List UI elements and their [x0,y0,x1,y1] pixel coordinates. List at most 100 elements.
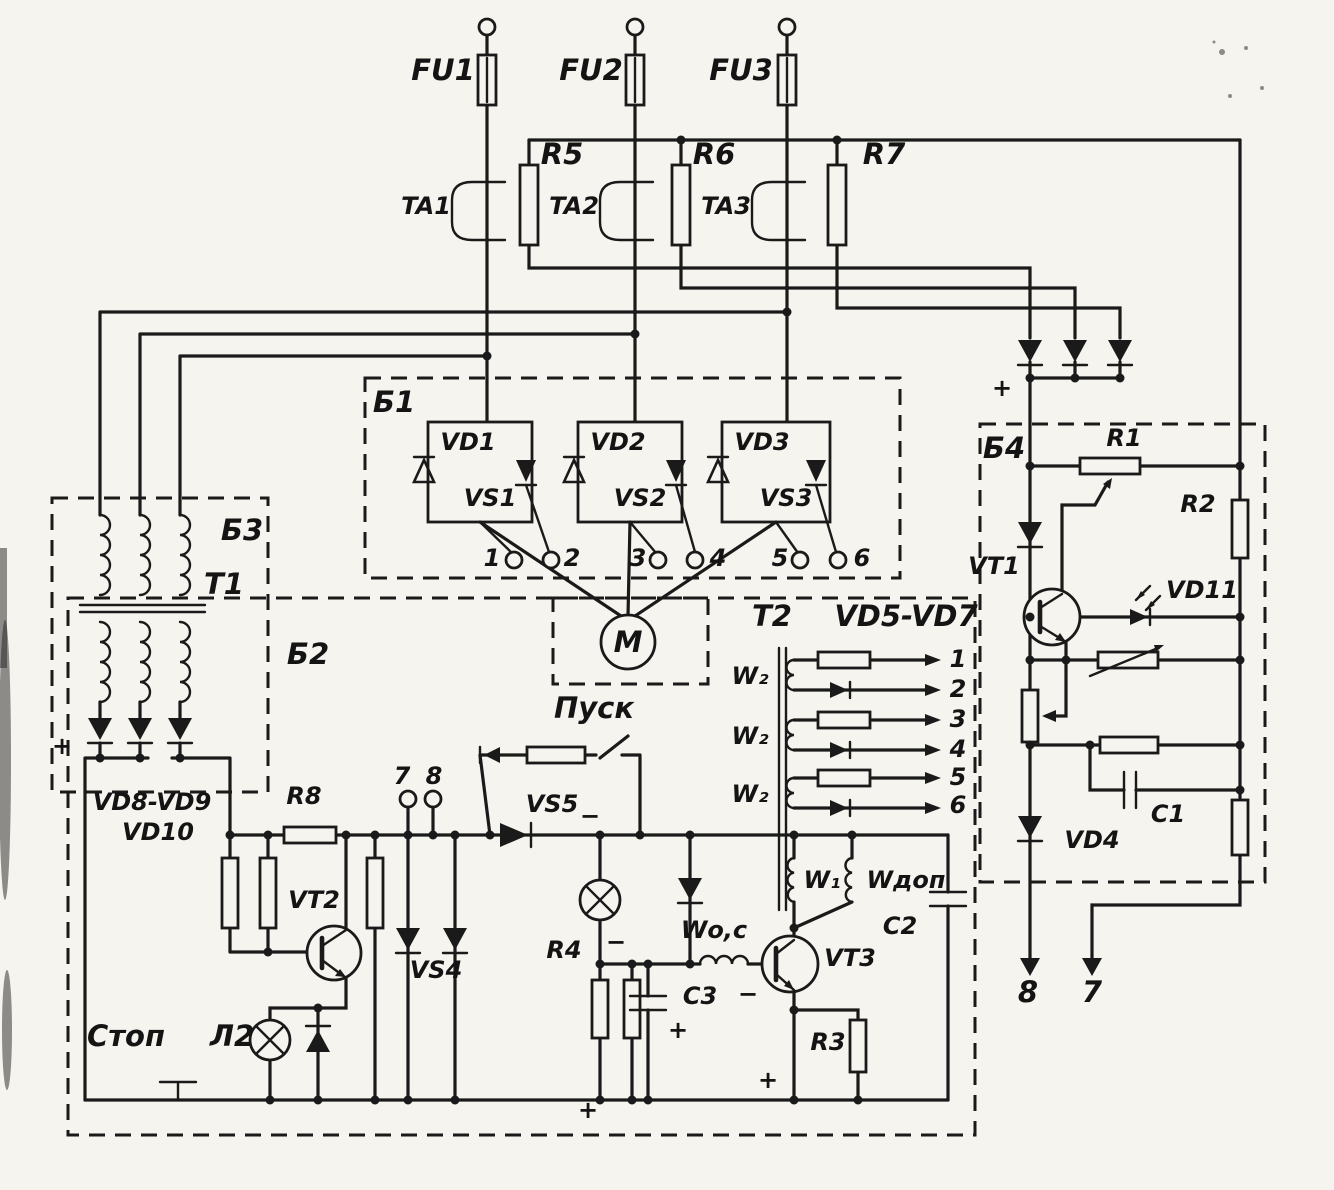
phase-terminal-1 [477,17,497,37]
t2-winding-w2c [785,776,796,810]
motor-outline [551,596,710,686]
label-c2: C2 [883,912,917,940]
supply-rectifier-diodes [1016,340,1134,367]
label-vs2: VS2 [614,484,667,512]
t1-primary-coil [98,513,112,597]
label-wos: Wо,с [681,916,747,944]
label-fu3: FU3 [709,53,773,87]
label-ta2: TA2 [549,192,599,220]
scan-noise [0,40,1264,1090]
label-plus-vt3: + [758,1066,778,1094]
label-fu1: FU1 [411,53,475,87]
t1-secondary-coil [98,620,112,704]
gate-terminal-4 [685,550,705,570]
output-7-arrow [1082,958,1102,976]
motor-circle [599,613,657,671]
t2-winding-w2a [785,658,796,692]
capacitor-c2 [928,890,968,908]
power-input-section [450,17,1242,424]
ct-ta1 [450,180,507,242]
label-c1: C1 [1151,800,1185,828]
label-fu2: FU2 [559,53,623,87]
rectifier-vd8-vd10 [86,718,194,745]
label-vd1: VD1 [440,428,495,456]
label-vs4: VS4 [410,956,463,984]
label-out-3: 3 [950,705,967,733]
capacitor-c3 [628,994,668,1012]
label-out-5: 5 [950,763,967,791]
label-b2: Б2 [287,637,329,671]
label-b1: Б1 [373,385,415,419]
label-l2: Л2 [209,1019,254,1053]
label-out-1: 1 [950,645,967,673]
phase-terminal-2 [625,17,645,37]
block-b3-outline [50,496,270,794]
block-b4 [978,138,1267,976]
label-pusk: Пуск [554,691,635,725]
label-w2c: W₂ [732,780,769,808]
potentiometer [1020,688,1040,744]
label-plus-rect: + [992,374,1012,402]
label-vs5: VS5 [526,790,579,818]
label-wdop: Wдоп [867,866,946,894]
resistor-r2 [1230,498,1250,560]
winding-w1 [786,856,796,904]
block-b2 [66,596,977,1137]
label-gate-1: 1 [484,544,501,572]
label-r6: R6 [693,137,736,171]
capacitor-c1 [1122,770,1138,810]
resistor-r8 [282,825,338,845]
label-w1: W₁ [804,866,841,894]
label-r4: R4 [546,936,581,964]
stop-button [158,1080,198,1102]
label-out-6: 6 [950,791,967,819]
label-vs1: VS1 [464,484,517,512]
label-plus-t1: + [52,732,72,760]
label-vs3: VS3 [760,484,813,512]
block-b1 [363,376,902,620]
phase-terminal-3 [777,17,797,37]
label-vd4: VD4 [1064,826,1119,854]
thyristor-vs5 [500,823,528,847]
label-gate-5: 5 [772,544,789,572]
label-motor: M [614,625,643,659]
label-r7: R7 [863,137,906,171]
label-b4: Б4 [983,431,1025,465]
label-term-8: 8 [426,762,443,790]
label-ta1: TA1 [401,192,451,220]
label-stop: Стоп [87,1019,165,1053]
label-vt1: VT1 [968,552,1020,580]
label-out-2: 2 [950,675,967,703]
label-b3: Б3 [221,513,263,547]
transistor-vt2 [305,924,363,982]
t2-core [777,646,788,912]
label-minus-vs5: − [580,802,600,830]
label-vd10: VD10 [122,818,194,846]
resistor-r5 [518,163,540,247]
label-r1: R1 [1106,424,1141,452]
block-b1-outline [363,376,902,580]
label-vt3: VT3 [824,944,876,972]
label-vd2: VD2 [590,428,645,456]
label-term-7: 7 [394,762,411,790]
winding-wdop [844,856,854,904]
block-b2-outline [66,596,977,1137]
label-vd3: VD3 [734,428,789,456]
label-plus-c3: + [668,1016,688,1044]
label-vd5-vd7: VD5-VD7 [834,599,978,633]
label-r2: R2 [1180,490,1215,518]
label-gate-4: 4 [709,544,727,572]
resistor-r7 [826,163,848,247]
label-out-7: 7 [1082,975,1103,1009]
label-vd11: VD11 [1166,576,1238,604]
label-r8: R8 [286,782,321,810]
block-b4-outline [978,422,1267,884]
terminal-8-circle [423,789,443,809]
label-plus-rail: + [578,1096,598,1124]
label-vd8-vd9: VD8-VD9 [93,788,212,816]
label-out-8: 8 [1018,975,1038,1009]
label-gate-2: 2 [564,544,581,572]
label-minus-vt3: − [738,980,758,1008]
label-gate-6: 6 [854,544,871,572]
